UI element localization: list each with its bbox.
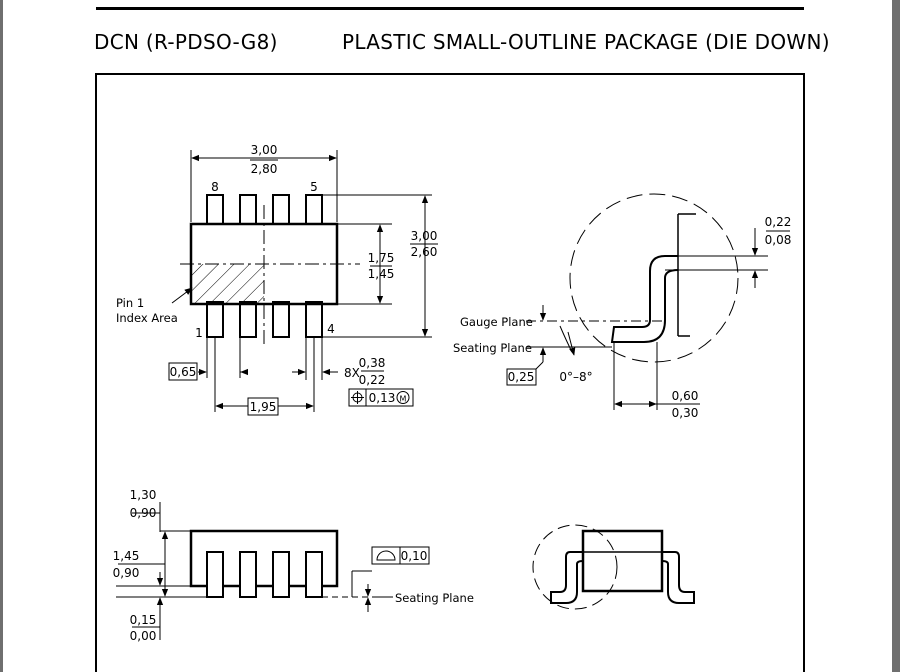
body-width-min: 1,45 xyxy=(368,267,395,281)
package-code: DCN (R-PDSO-G8) xyxy=(94,30,278,54)
foot-length-min: 0,30 xyxy=(672,406,699,420)
pin-8-label: 8 xyxy=(211,180,219,194)
standoff-max: 0,15 xyxy=(130,613,157,627)
lead-count: 8X xyxy=(344,366,360,380)
seating-plane-label: Seating Plane xyxy=(453,341,532,355)
lead-width-max: 0,38 xyxy=(359,356,386,370)
pin1-label-line2: Index Area xyxy=(116,311,178,325)
lead-detail-view xyxy=(506,193,790,410)
lead-angle: 0°–8° xyxy=(559,370,592,384)
drawing-frame xyxy=(95,73,805,672)
page-edge-right xyxy=(892,0,900,672)
standoff-min: 0,00 xyxy=(130,629,157,643)
package-name: PLASTIC SMALL-OUTLINE PACKAGE (DIE DOWN) xyxy=(342,30,830,54)
pin-4-label: 4 xyxy=(327,322,335,336)
body-height-min: 0,90 xyxy=(130,506,157,520)
lead-thickness-max: 0,22 xyxy=(765,215,792,229)
gauge-plane-label: Gauge Plane xyxy=(460,315,533,329)
lead-width-min: 0,22 xyxy=(359,373,386,387)
pin-5-label: 5 xyxy=(310,180,318,194)
side-view xyxy=(116,502,430,640)
total-height-max: 1,45 xyxy=(113,549,140,563)
top-width-max: 3,00 xyxy=(251,143,278,157)
page-edge-left xyxy=(0,0,3,672)
pin-1-label: 1 xyxy=(195,326,203,340)
body-height-max: 1,30 xyxy=(130,488,157,502)
lead-thickness-min: 0,08 xyxy=(765,233,792,247)
pitch-value: 0,65 xyxy=(170,365,197,379)
top-width-min: 2,80 xyxy=(251,162,278,176)
position-tolerance: 0,13 xyxy=(369,391,396,405)
foot-length-max: 0,60 xyxy=(672,389,699,403)
pin1-label-line1: Pin 1 xyxy=(116,296,144,310)
side-seating-plane-label: Seating Plane xyxy=(395,591,474,605)
gauge-dim-value: 0,25 xyxy=(508,370,535,384)
body-width-max: 1,75 xyxy=(368,251,395,265)
header-rule xyxy=(96,7,804,10)
flatness-value: 0,10 xyxy=(401,549,428,563)
position-modifier: M xyxy=(400,395,407,404)
pin-span-value: 1,95 xyxy=(250,400,277,414)
top-view xyxy=(168,150,438,416)
end-view xyxy=(532,524,695,610)
total-width-min: 2,60 xyxy=(411,245,438,259)
total-width-max: 3,00 xyxy=(411,229,438,243)
total-height-min: 0,90 xyxy=(113,566,140,580)
